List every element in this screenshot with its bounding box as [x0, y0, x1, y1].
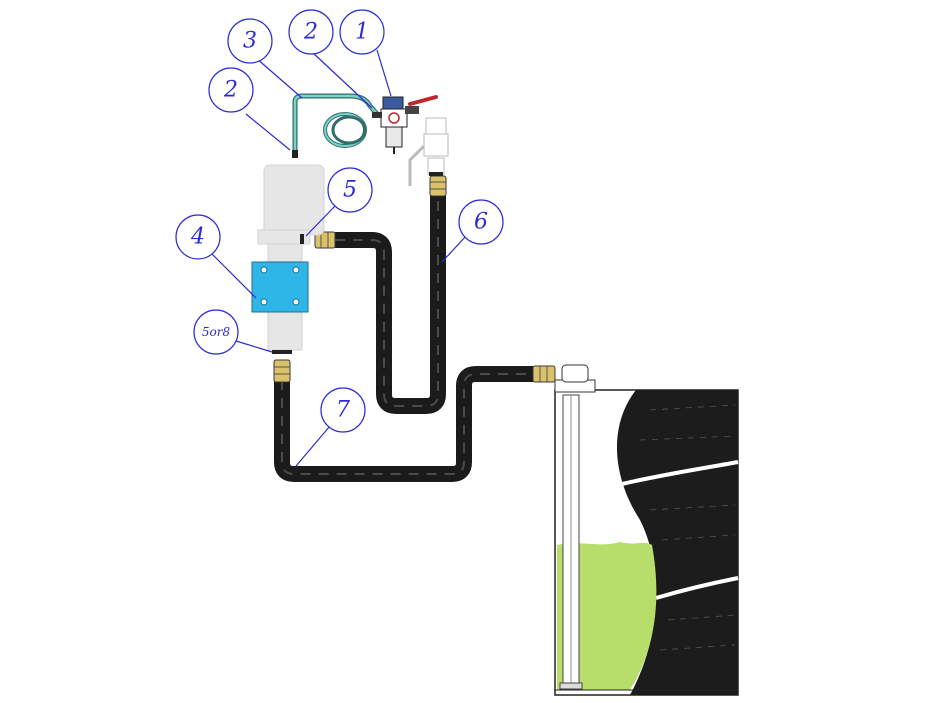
- air-inlet-stub: [292, 150, 298, 158]
- callout-7: 7: [320, 387, 366, 433]
- leader-1: [376, 49, 392, 97]
- drum: [554, 364, 739, 696]
- outlet-valve: [408, 117, 449, 186]
- fitting-hose5-pump: [314, 231, 336, 249]
- callout-4-label: 4: [190, 225, 205, 250]
- callout-5or8: 5or8: [193, 309, 239, 355]
- fitting-hose7-top: [273, 359, 291, 383]
- wall-bracket: [251, 261, 309, 313]
- suction-foot: [559, 682, 583, 690]
- callout-1: 1: [339, 9, 385, 55]
- callout-5-label: 5: [343, 178, 357, 203]
- fittings: [273, 175, 556, 383]
- pump: [251, 150, 325, 354]
- pressure-gauge-icon: [388, 112, 400, 124]
- drum-rib-lower: [655, 576, 739, 600]
- leader-5: [305, 205, 336, 237]
- air-hose: [292, 93, 380, 150]
- callout-5or8-label: 5or8: [202, 325, 231, 339]
- fitting-hose6-top: [429, 175, 447, 197]
- leader-2a: [245, 113, 291, 151]
- outlet-spout: [408, 144, 426, 186]
- callout-1-label: 1: [355, 20, 369, 45]
- filter-bowl: [385, 126, 403, 148]
- ball-valve-body: [405, 106, 419, 114]
- pump-bottom-seal: [272, 350, 292, 354]
- leader-7: [295, 425, 331, 467]
- regulator-inlet: [372, 112, 382, 118]
- pump-motor: [263, 164, 325, 236]
- bracket-bolt: [260, 298, 268, 306]
- outlet-valve-body: [425, 117, 447, 135]
- drum-return-fitting: [561, 364, 589, 383]
- callout-2-left-label: 2: [223, 78, 238, 103]
- hose-7: [274, 366, 535, 482]
- leader-6: [441, 235, 467, 263]
- callout-2-left: 2: [208, 67, 254, 113]
- drum-liquid: [557, 542, 657, 690]
- leader-2b: [311, 51, 373, 109]
- callout-7-label: 7: [336, 398, 350, 423]
- valve-handle: [408, 95, 438, 106]
- hose-5: [335, 195, 446, 414]
- callout-3-label: 3: [243, 29, 257, 54]
- callout-4: 4: [175, 214, 221, 260]
- bracket-bolt: [292, 298, 300, 306]
- bracket-bolt: [292, 266, 300, 274]
- bracket-bolt: [260, 266, 268, 274]
- filter-regulator: [372, 95, 438, 154]
- drum-texture: [639, 404, 736, 651]
- callout-2-top-label: 2: [303, 20, 318, 45]
- callout-3: 3: [227, 18, 273, 64]
- drum-rib-upper: [621, 460, 739, 486]
- pump-outlet-seal: [300, 234, 304, 244]
- callout-2-top: 2: [288, 9, 334, 55]
- callout-5: 5: [327, 167, 373, 213]
- callout-6-label: 6: [474, 210, 488, 235]
- leader-4: [211, 253, 257, 299]
- outlet-valve-housing: [423, 133, 449, 157]
- outlet-valve-base: [427, 157, 445, 175]
- outlet-seal: [429, 172, 443, 176]
- leader-lines: [211, 49, 467, 467]
- fitting-hose7-drum: [532, 365, 556, 383]
- callout-6: 6: [458, 199, 504, 245]
- regulator-cap: [382, 96, 404, 110]
- leader-3: [255, 57, 303, 99]
- leader-5or8: [235, 340, 273, 353]
